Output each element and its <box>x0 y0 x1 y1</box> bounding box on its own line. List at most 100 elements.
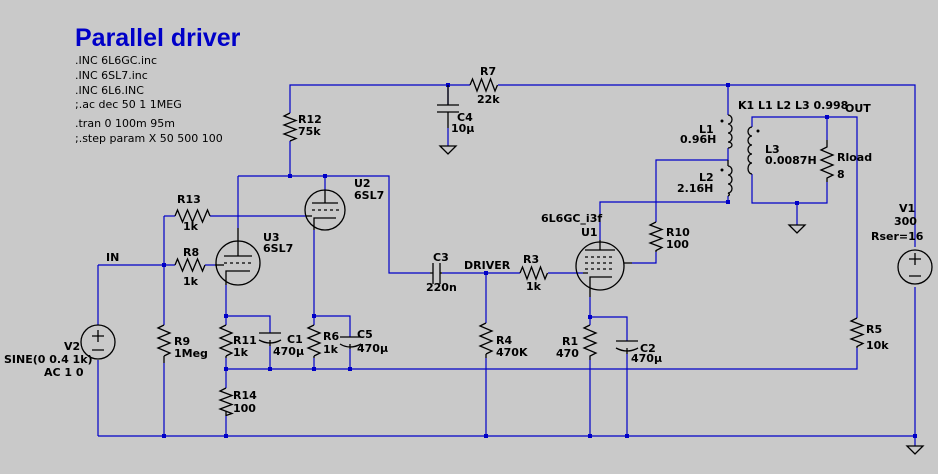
l3-value: 0.0087H <box>765 154 817 167</box>
ground-symbol-secondary <box>787 224 807 234</box>
rload-value: 8 <box>837 168 845 181</box>
r3-name: R3 <box>523 253 539 266</box>
resistor-r8[interactable]: R8 1k <box>174 246 206 288</box>
r1-value: 470 <box>556 347 579 360</box>
c5-value: 470µ <box>357 342 388 355</box>
r6-value: 1k <box>323 343 339 356</box>
r5-name: R5 <box>866 323 882 336</box>
r8-name: R8 <box>183 246 199 259</box>
rload-name: Rload <box>837 151 872 164</box>
inductor-l1[interactable]: L1 0.96H <box>680 114 733 149</box>
r12-name: R12 <box>298 113 322 126</box>
r11-name: R11 <box>233 334 257 347</box>
net-label-in: IN <box>106 251 119 264</box>
resistor-r4[interactable]: R4 470K <box>478 322 528 359</box>
c1-name: C1 <box>287 333 303 346</box>
r10-value: 100 <box>666 238 689 251</box>
l3-name: L3 <box>765 143 780 156</box>
v2-ac: AC 1 0 <box>44 366 84 379</box>
directive-3: .INC 6L6.INC <box>75 84 144 97</box>
resistor-r14[interactable]: R14 100 <box>218 387 257 417</box>
r10-name: R10 <box>666 226 690 239</box>
capacitor-c3[interactable]: C3 220n <box>426 251 457 294</box>
resistor-r5[interactable]: R5 10k <box>849 317 889 352</box>
v1-value: 300 <box>894 215 917 228</box>
ground-symbol-main <box>905 445 925 455</box>
capacitor-c1[interactable]: C1 470µ <box>258 332 304 358</box>
l2-value: 2.16H <box>677 182 713 195</box>
u1-model: 6L6GC_i3f <box>541 212 602 225</box>
r14-name: R14 <box>233 389 257 402</box>
r9-name: R9 <box>174 335 190 348</box>
v2-value: SINE(0 0.4 1k) <box>4 353 93 366</box>
u2-value: 6SL7 <box>354 189 384 202</box>
resistor-r13[interactable]: R13 1k <box>174 193 211 233</box>
resistor-r11[interactable]: R11 1k <box>218 324 257 359</box>
triode-u3[interactable]: U3 6SL7 <box>215 228 293 286</box>
r13-name: R13 <box>177 193 201 206</box>
r12-value: 75k <box>298 125 321 138</box>
pentode-u1[interactable]: U1 6L6GC_i3f <box>541 212 632 297</box>
v2-name: V2 <box>64 340 80 353</box>
directive-4: ;.ac dec 50 1 1MEG <box>75 98 182 111</box>
r14-value: 100 <box>233 402 256 415</box>
resistor-r3[interactable]: R3 1k <box>519 253 549 293</box>
r7-name: R7 <box>480 65 496 78</box>
voltage-source-v1[interactable]: V1 300 Rser=16 <box>871 202 933 285</box>
r5-value: 10k <box>866 339 889 352</box>
l2-name: L2 <box>699 171 714 184</box>
resistor-rload[interactable]: Rload 8 <box>819 140 872 182</box>
resistor-r10[interactable]: R10 100 <box>648 221 690 252</box>
r9-value: 1Meg <box>174 347 208 360</box>
resistor-r1[interactable]: R1 470 <box>556 324 598 360</box>
u3-value: 6SL7 <box>263 242 293 255</box>
r8-value: 1k <box>183 275 199 288</box>
l1-name: L1 <box>699 123 714 136</box>
l1-value: 0.96H <box>680 133 716 146</box>
net-label-out: OUT <box>845 102 871 115</box>
r4-name: R4 <box>496 334 512 347</box>
spice-directives: .INC 6L6GC.inc .INC 6SL7.inc .INC 6L6.IN… <box>75 54 223 145</box>
r7-value: 22k <box>477 93 500 106</box>
resistor-r6[interactable]: R6 1k <box>306 324 339 358</box>
c3-name: C3 <box>433 251 449 264</box>
resistor-r12[interactable]: R12 75k <box>282 112 322 142</box>
r4-value: 470K <box>496 346 528 359</box>
r11-value: 1k <box>233 346 249 359</box>
v1-name: V1 <box>899 202 915 215</box>
inductor-l2[interactable]: L2 2.16H <box>677 160 733 197</box>
directive-1: .INC 6L6GC.inc <box>75 54 157 67</box>
r6-name: R6 <box>323 330 339 343</box>
c4-name: C4 <box>457 111 473 124</box>
c3-value: 220n <box>426 281 457 294</box>
capacitor-c5[interactable]: C5 470µ <box>339 328 388 355</box>
c4-value: 10µ <box>451 122 474 135</box>
resistor-r7[interactable]: R7 22k <box>469 65 500 106</box>
coupling-directive: K1 L1 L2 L3 0.998 <box>738 99 848 112</box>
resistor-r9[interactable]: R9 1Meg <box>156 324 208 363</box>
inductor-l3[interactable]: L3 0.0087H <box>747 126 817 175</box>
net-label-driver: DRIVER <box>464 259 511 272</box>
u3-name: U3 <box>263 231 280 244</box>
capacitor-c2[interactable]: C2 470µ <box>615 340 662 365</box>
voltage-source-v2[interactable]: V2 SINE(0 0.4 1k) AC 1 0 <box>4 324 116 379</box>
c5-name: C5 <box>357 328 373 341</box>
u1-name: U1 <box>581 226 598 239</box>
u2-name: U2 <box>354 177 371 190</box>
c1-value: 470µ <box>273 345 304 358</box>
directive-2: .INC 6SL7.inc <box>75 69 148 82</box>
c2-name: C2 <box>640 342 656 355</box>
junctions <box>162 83 917 438</box>
r13-value: 1k <box>183 220 199 233</box>
wires <box>97 84 916 446</box>
triode-u2[interactable]: U2 6SL7 <box>304 177 384 231</box>
r3-value: 1k <box>526 280 542 293</box>
directive-5: .tran 0 100m 95m <box>75 117 175 130</box>
c2-value: 470µ <box>631 352 662 365</box>
schematic-title: Parallel driver <box>75 24 241 52</box>
capacitor-c4[interactable]: C4 10µ <box>437 85 474 155</box>
directive-6: ;.step param X 50 500 100 <box>75 132 223 145</box>
r1-name: R1 <box>562 335 578 348</box>
v1-rser: Rser=16 <box>871 230 924 243</box>
